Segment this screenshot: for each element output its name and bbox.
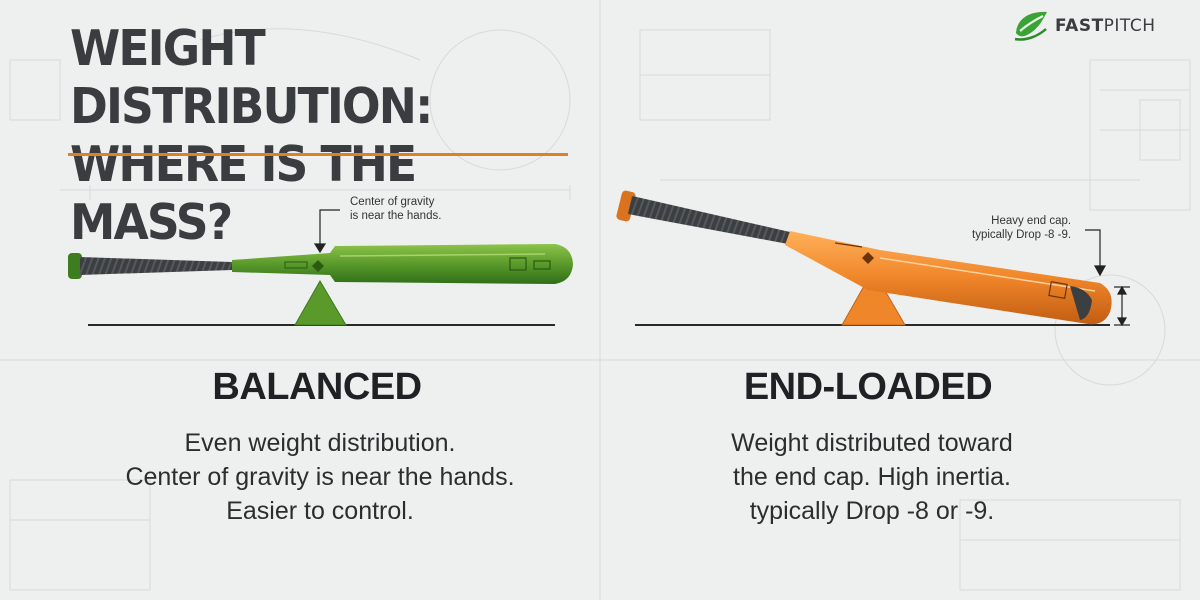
page-title: WEIGHT DISTRIBUTION: WHERE IS THE MASS? [70,20,554,252]
page-title-line-1: WEIGHT DISTRIBUTION: [70,20,433,135]
balanced-desc-line-1: Even weight distribution. [184,429,456,457]
endcap-dimension-marker [1114,285,1130,327]
endloaded-heading: END-LOADED [743,366,993,408]
endloaded-callout-pointer [1085,229,1107,277]
balanced-callout-line-1: Center of gravity [350,196,435,208]
endloaded-fulcrum [841,268,906,326]
endloaded-callout-line-1: Heavy end cap. [991,215,1072,227]
endloaded-desc-line-2: the end cap. High inertia. [733,463,1011,491]
balanced-desc-line-3: Easier to control. [226,497,414,525]
balanced-heading: BALANCED [212,366,422,408]
brand-name: FASTPITCH [1055,16,1156,36]
title-underline [68,153,568,156]
endloaded-description: Weight distributed toward the end cap. H… [612,426,1132,528]
balanced-fulcrum [294,280,347,326]
leaf-swoosh-icon [1014,11,1047,41]
page-title-line-2: WHERE IS THE MASS? [70,136,417,251]
balanced-callout-line-2: is near the hands. [350,210,442,222]
endloaded-bat [616,190,1112,325]
balanced-callout-pointer [313,209,340,254]
brand-logo: FASTPITCH [1013,8,1155,44]
balanced-description: Even weight distribution. Center of grav… [60,426,580,528]
balanced-bat [68,244,573,284]
balanced-desc-line-2: Center of gravity is near the hands. [125,463,515,491]
endloaded-callout-line-2: typically Drop -8 -9. [972,229,1072,241]
endloaded-callout: Heavy end cap. typically Drop -8 -9. [972,214,1071,242]
balanced-callout: Center of gravity is near the hands. [350,195,441,223]
endloaded-desc-line-3: typically Drop -8 or -9. [749,497,995,525]
endloaded-desc-line-1: Weight distributed toward [731,429,1013,457]
